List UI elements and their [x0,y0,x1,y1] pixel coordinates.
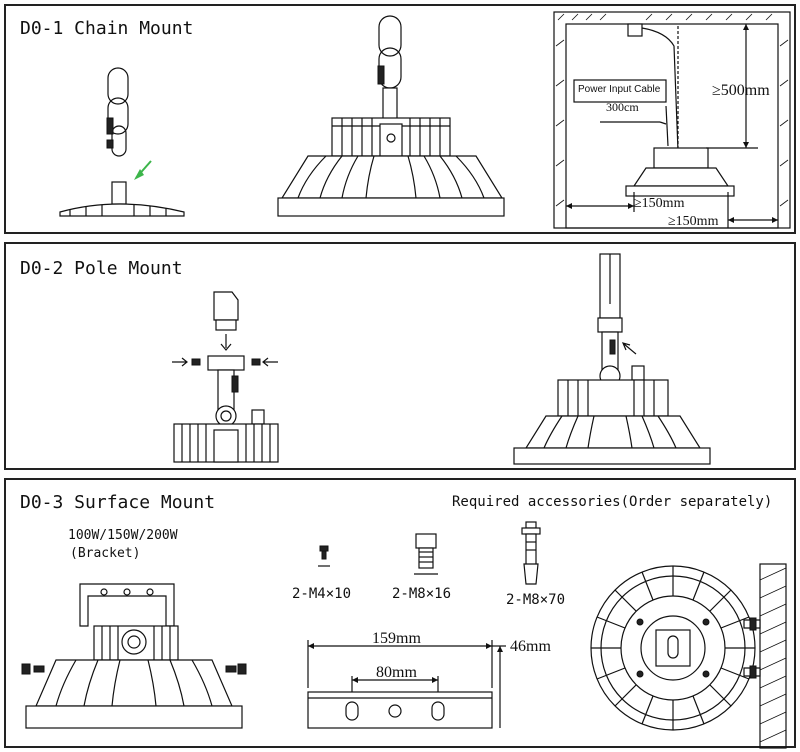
surface-mount-panel: D0-3 Surface Mount Required accessories(… [4,478,796,748]
cable-length-label: 300cm [606,100,639,115]
height-dimension-label: ≥500mm [712,82,770,100]
side-dimension-label-1: ≥150mm [634,196,684,212]
pole-assembled-drawing [6,244,798,472]
side-dimension-label-2: ≥150mm [668,214,718,230]
wall-mount-top-view-drawing [6,480,798,750]
chain-mount-panel: D0-1 Chain Mount [4,4,796,234]
pole-mount-panel: D0-2 Pole Mount [4,242,796,470]
power-input-cable-label: Power Input Cable [578,84,660,95]
